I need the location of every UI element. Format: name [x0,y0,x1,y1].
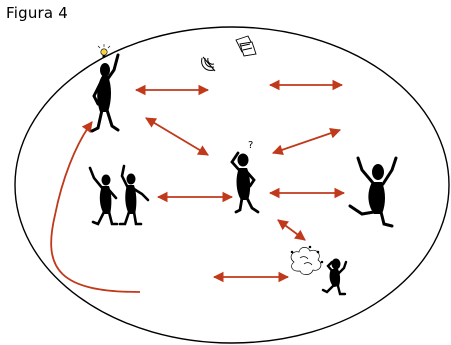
arrows [50,79,346,293]
arrow-curved-loop [50,121,141,293]
stick-figure-cheering-icon [348,156,398,228]
lightbulb-icon [97,44,111,58]
question-mark-icon: ? [248,140,253,151]
stick-figure-idea-icon [90,44,120,133]
figure-label: Figura 4 [6,4,69,22]
arrow-idea-thinker [145,117,209,156]
arrow-thinker-smoke [277,219,306,241]
stick-figure-pair-icon [88,164,150,226]
smoke-cloud-icon [290,245,324,275]
boundary-ellipse [14,26,450,344]
papers-icon [235,35,257,57]
stick-figure-crouching-icon [321,258,348,296]
stick-figure-thinking-icon: ? [230,140,260,214]
satellite-dish-icon [201,56,216,72]
arrow-thinker-upright [271,128,342,155]
